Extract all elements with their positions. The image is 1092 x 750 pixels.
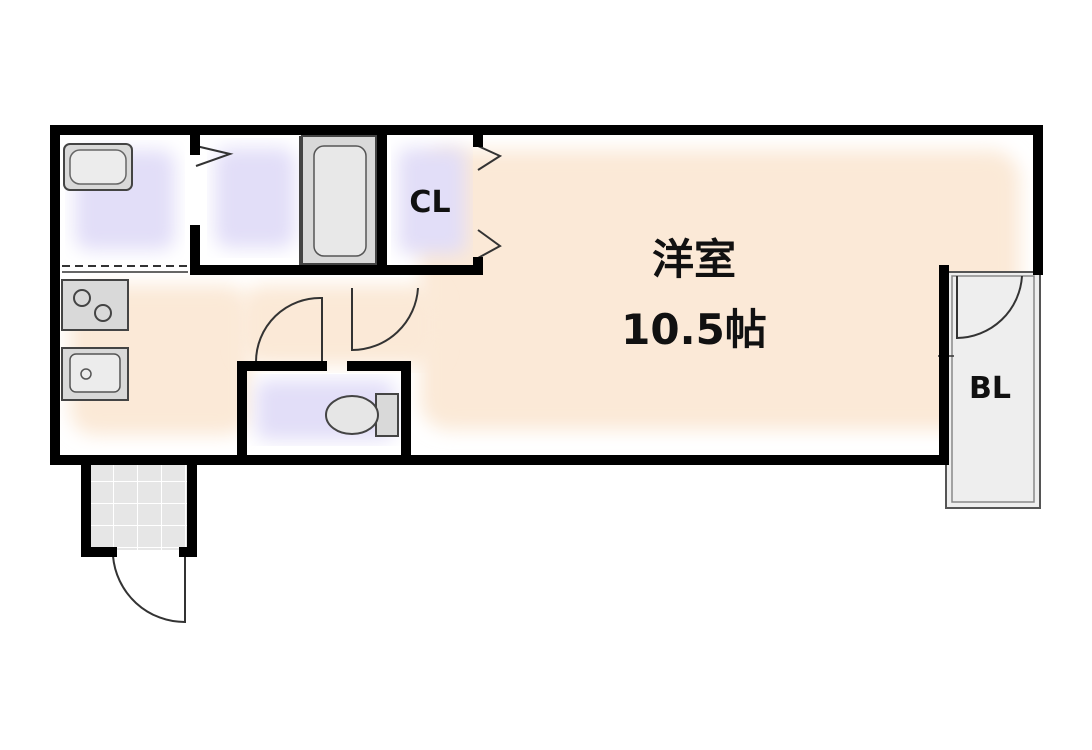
toilet-door [351,287,419,352]
closet-door-left [477,145,503,171]
entrance-wall [81,455,117,557]
bathtub-basin [313,145,367,257]
stove [61,279,129,331]
washroom-door [195,145,234,167]
washing-machine-drum [69,149,127,185]
entrance-tiles [90,460,190,550]
entrance-wall-right [179,455,197,557]
entrance-door [112,555,186,624]
burner-icon [94,304,112,322]
washroom-fill [215,148,295,248]
balcony-door [956,275,1023,340]
hall-fill [240,285,440,365]
sink-basin [69,353,121,393]
western-room-name: 洋室 [652,235,736,284]
toilet-wall-right [347,361,411,465]
balcony-area [945,271,1041,509]
balcony [945,271,1041,509]
drain-icon [80,368,92,380]
closet-door-right [477,229,502,259]
closet-label: CL [409,185,450,220]
burner-icon [73,289,91,307]
toilet-tank [375,393,399,437]
door-swings [112,145,1023,624]
western-room-fill [420,150,1020,430]
closet-fill [398,148,466,254]
western-room-size: 10.5帖 [621,305,767,354]
balcony-inner-rail [951,275,1035,503]
walls [50,125,1043,557]
fixtures [61,135,399,437]
balcony-label: BL [969,371,1011,406]
outer-wall [50,125,1043,465]
toilet-bowl [325,395,379,435]
room-fills [70,148,1020,440]
kitchen-door [255,296,323,363]
toilet-wall [237,361,327,465]
